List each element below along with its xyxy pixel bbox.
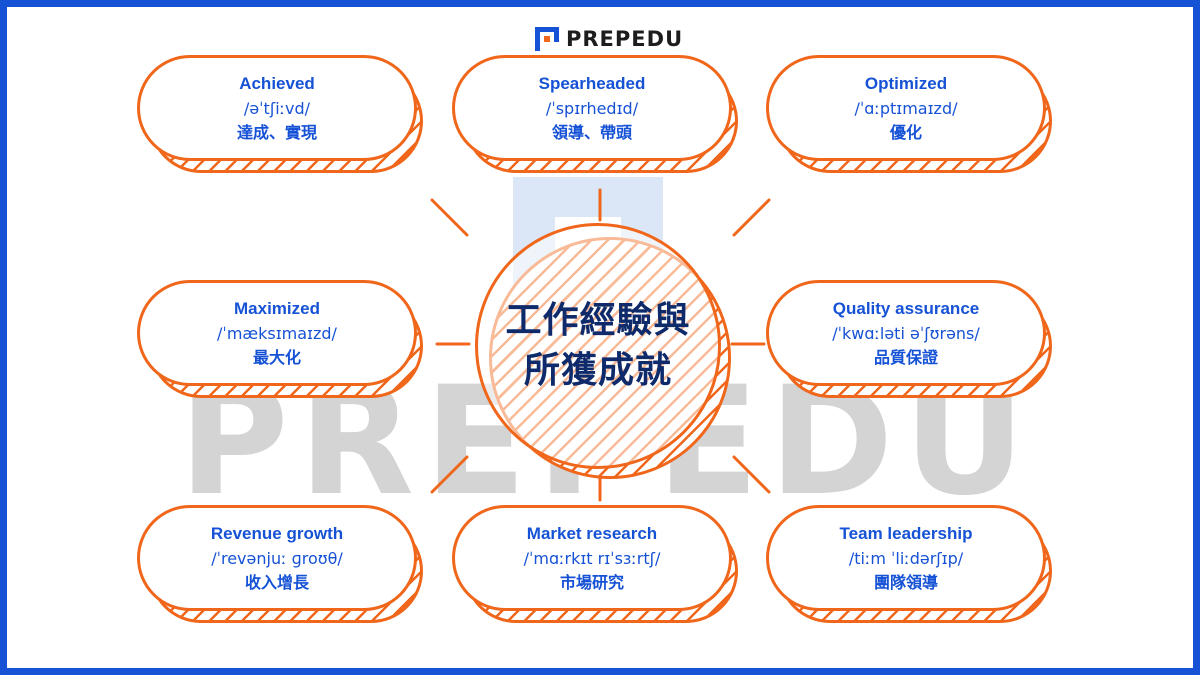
node-card: Team leadership /tiːm ˈliːdərʃɪp/ 團隊領導 xyxy=(766,505,1046,611)
node-title: Achieved xyxy=(239,73,315,93)
center-title-line-2: 所獲成就 xyxy=(523,350,672,391)
ray-bottom-right xyxy=(732,455,771,494)
node-card: Revenue growth /ˈrevənjuː ɡroʊθ/ 收入增長 xyxy=(137,505,417,611)
node-translation: 品質保證 xyxy=(873,347,938,367)
node-title: Market research xyxy=(526,523,658,543)
node-translation: 達成、實現 xyxy=(236,122,317,142)
node-card: Spearheaded /ˈspɪrhedɪd/ 領導、帶頭 xyxy=(452,55,732,161)
node-card: Optimized /ˈɑːptɪmaɪzd/ 優化 xyxy=(766,55,1046,161)
node-translation: 優化 xyxy=(889,122,922,142)
node-market-research: Market research /ˈmɑːrkɪt rɪˈsɜːrtʃ/ 市場研… xyxy=(452,505,738,623)
node-card: Quality assurance /ˈkwɑːləti əˈʃʊrəns/ 品… xyxy=(766,280,1046,386)
ray-bottom-left xyxy=(430,455,469,494)
node-card: Maximized /ˈmæksɪmaɪzd/ 最大化 xyxy=(137,280,417,386)
node-translation: 領導、帶頭 xyxy=(551,122,632,142)
prepedu-logo-icon xyxy=(535,27,559,51)
brand-logo: PREPEDU xyxy=(535,26,683,52)
node-phonetic: /ˈrevənjuː ɡroʊθ/ xyxy=(211,548,343,568)
node-title: Spearheaded xyxy=(538,73,646,93)
connector-rays xyxy=(430,188,771,502)
node-phonetic: /ˈɑːptɪmaɪzd/ xyxy=(854,98,958,118)
node-translation: 最大化 xyxy=(252,347,301,367)
node-title: Optimized xyxy=(864,73,948,93)
node-phonetic: /əˈtʃiːvd/ xyxy=(243,98,311,118)
center-topic: 工作經驗與 所獲成就 xyxy=(475,223,731,479)
node-phonetic: /tiːm ˈliːdərʃɪp/ xyxy=(848,548,964,568)
node-phonetic: /ˈspɪrhedɪd/ xyxy=(545,98,639,118)
node-card: Market research /ˈmɑːrkɪt rɪˈsɜːrtʃ/ 市場研… xyxy=(452,505,732,611)
node-achieved: Achieved /əˈtʃiːvd/ 達成、實現 xyxy=(137,55,423,173)
node-title: Revenue growth xyxy=(210,523,344,543)
node-translation: 收入增長 xyxy=(244,572,309,592)
ray-top-right xyxy=(732,198,771,237)
node-title: Maximized xyxy=(234,298,320,318)
center-circle: 工作經驗與 所獲成就 xyxy=(475,223,721,469)
center-title-line-1: 工作經驗與 xyxy=(505,300,691,341)
node-translation: 團隊領導 xyxy=(873,572,938,592)
node-spearheaded: Spearheaded /ˈspɪrhedɪd/ 領導、帶頭 xyxy=(452,55,738,173)
node-translation: 市場研究 xyxy=(559,572,624,592)
node-optimized: Optimized /ˈɑːptɪmaɪzd/ 優化 xyxy=(766,55,1052,173)
node-maximized: Maximized /ˈmæksɪmaɪzd/ 最大化 xyxy=(137,280,423,398)
node-card: Achieved /əˈtʃiːvd/ 達成、實現 xyxy=(137,55,417,161)
node-team-leadership: Team leadership /tiːm ˈliːdərʃɪp/ 團隊領導 xyxy=(766,505,1052,623)
node-phonetic: /ˈmæksɪmaɪzd/ xyxy=(217,323,337,343)
node-phonetic: /ˈmɑːrkɪt rɪˈsɜːrtʃ/ xyxy=(523,548,661,568)
node-title: Team leadership xyxy=(839,523,973,543)
logo-text: PREPEDU xyxy=(566,27,684,51)
ray-top-left xyxy=(430,198,469,237)
node-title: Quality assurance xyxy=(832,298,980,318)
node-phonetic: /ˈkwɑːləti əˈʃʊrəns/ xyxy=(832,323,980,343)
node-quality-assurance: Quality assurance /ˈkwɑːləti əˈʃʊrəns/ 品… xyxy=(766,280,1052,398)
node-revenue-growth: Revenue growth /ˈrevənjuː ɡroʊθ/ 收入增長 xyxy=(137,505,423,623)
